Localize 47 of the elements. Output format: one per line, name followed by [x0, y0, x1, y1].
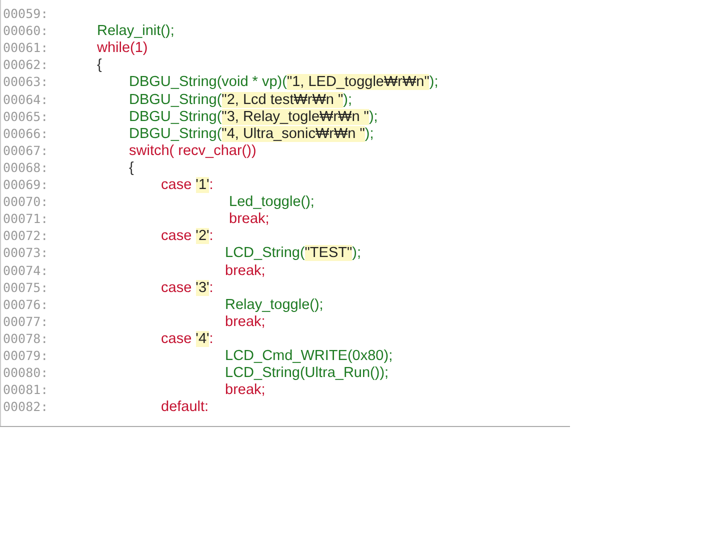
code-line: case '3': — [161, 280, 214, 296]
code-line: Led_toggle(); — [229, 194, 314, 210]
line-number: 00070: — [3, 194, 48, 210]
line-number: 00080: — [3, 365, 48, 382]
code-line: LCD_String(Ultra_Run()); — [225, 365, 389, 382]
code-line: DBGU_String(void * vp)("1, LED_toggle₩r₩n"); — [129, 74, 438, 90]
line-number: 00059: — [3, 6, 48, 22]
line-number: 00075: — [3, 280, 48, 296]
line-number: 00060: — [3, 23, 48, 40]
line-number: 00072: — [3, 228, 48, 244]
code-line: break; — [225, 382, 266, 398]
code-line: Relay_init(); — [97, 23, 174, 40]
code-line: break; — [225, 314, 266, 330]
code-line: { — [97, 57, 102, 74]
code-line: break; — [229, 211, 270, 228]
line-number: 00064: — [3, 92, 48, 108]
code-line: switch( recv_char()) — [129, 142, 256, 159]
code-line: DBGU_String("3, Relay_togle₩r₩n "); — [129, 108, 378, 125]
line-number: 00074: — [3, 262, 48, 278]
line-number: 00077: — [3, 314, 48, 330]
code-line: Relay_toggle(); — [225, 296, 324, 313]
code-line: LCD_String("TEST"); — [225, 245, 361, 262]
code-line: case '2': — [161, 228, 214, 244]
line-number: 00068: — [3, 160, 48, 176]
line-number: 00073: — [3, 245, 48, 262]
line-number: 00071: — [3, 211, 48, 228]
code-line: DBGU_String("2, Lcd test₩r₩n "); — [129, 92, 352, 108]
line-number: 00065: — [3, 108, 48, 125]
line-number: 00082: — [3, 399, 48, 416]
code-line: while(1) — [97, 40, 148, 56]
line-number: 00062: — [3, 57, 48, 74]
line-number: 00069: — [3, 177, 48, 193]
code-line: default: — [161, 399, 209, 416]
line-number: 00061: — [3, 40, 48, 56]
line-number: 00066: — [3, 126, 48, 142]
line-number: 00076: — [3, 296, 48, 313]
line-number: 00079: — [3, 348, 48, 364]
code-line: LCD_Cmd_WRITE(0x80); — [225, 348, 393, 364]
line-number: 00063: — [3, 74, 48, 90]
code-line: break; — [225, 262, 266, 278]
line-number: 00067: — [3, 142, 48, 159]
code-line: case '1': — [161, 177, 214, 193]
code-line: case '4': — [161, 330, 214, 347]
line-number: 00078: — [3, 330, 48, 347]
code-line: DBGU_String("4, Ultra_sonic₩r₩n "); — [129, 126, 374, 142]
line-number: 00081: — [3, 382, 48, 398]
code-line: { — [129, 160, 134, 176]
